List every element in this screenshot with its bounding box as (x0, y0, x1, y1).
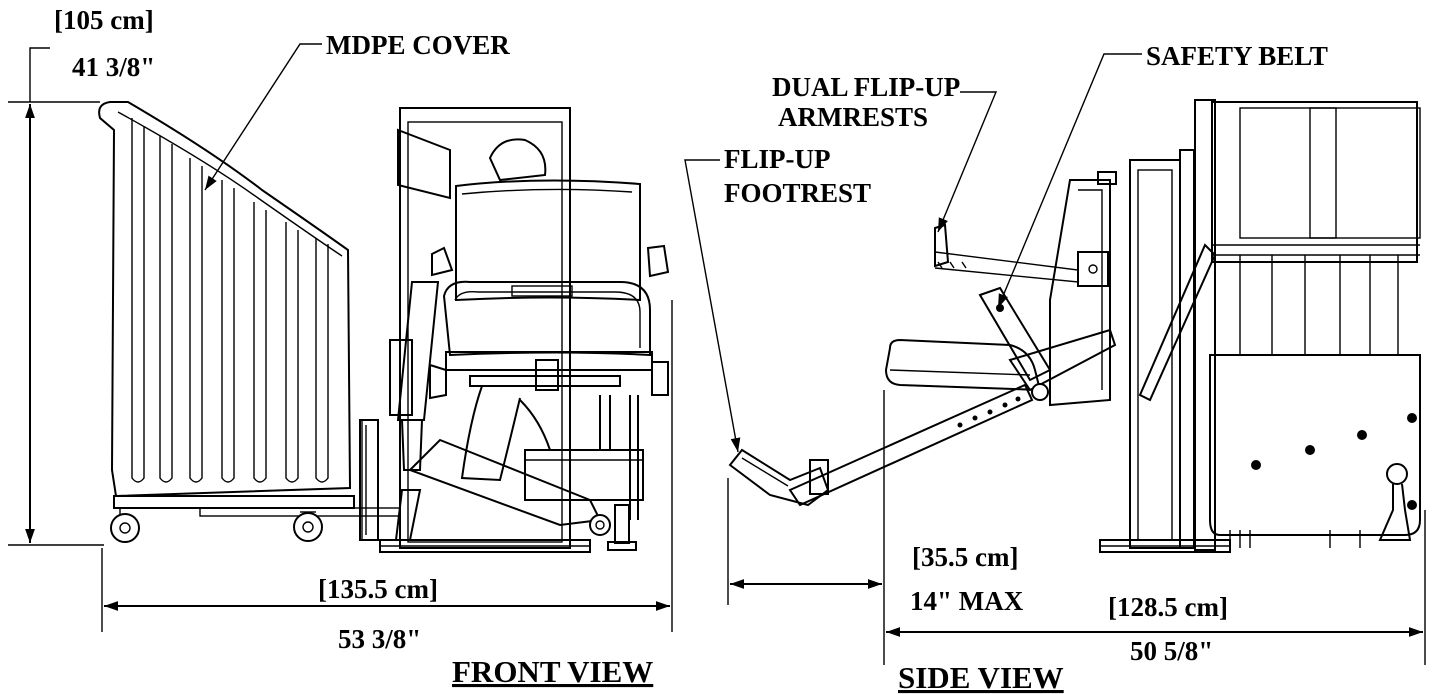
side-rear-unit (1099, 99, 1421, 553)
flipup-footrest-label-line2: FOOTREST (724, 178, 871, 208)
leader-lines (204, 43, 1142, 453)
flipup-footrest-label-line1: FLIP-UP (724, 144, 830, 174)
side-width-imperial-label: 50 5/8" (1130, 636, 1213, 666)
dimension-lines (8, 47, 1426, 665)
front-actuator (389, 281, 611, 541)
front-view-title: FRONT VIEW (452, 654, 653, 689)
mdpe-cover-label: MDPE COVER (326, 30, 510, 60)
mdpe-cover-shape (98, 101, 401, 543)
front-caster-left (110, 508, 140, 543)
side-width-metric-label: [128.5 cm] (1108, 592, 1228, 622)
front-width-imperial-label: 53 3/8" (338, 624, 421, 654)
front-view-drawing (98, 101, 670, 553)
height-imperial-label: 41 3/8" (72, 52, 155, 82)
text-labels: [105 cm] 41 3/8" MDPE COVER SAFETY BELT … (54, 5, 1328, 694)
dual-flipup-label-line1: DUAL FLIP-UP (772, 72, 960, 102)
side-footrest (728, 383, 1034, 507)
front-lift-frame (359, 107, 637, 553)
footrest-metric-label: [35.5 cm] (912, 542, 1018, 572)
front-seat (397, 128, 670, 520)
footrest-imperial-label: 14" MAX (910, 586, 1024, 616)
front-width-metric-label: [135.5 cm] (318, 574, 438, 604)
side-view-drawing (728, 99, 1421, 553)
side-seat (884, 171, 1117, 407)
dual-flipup-label-line2: ARMRESTS (778, 102, 928, 132)
height-metric-label: [105 cm] (54, 5, 154, 35)
side-view-title: SIDE VIEW (898, 660, 1064, 694)
front-caster-right (293, 511, 323, 542)
safety-belt-label: SAFETY BELT (1146, 41, 1328, 71)
